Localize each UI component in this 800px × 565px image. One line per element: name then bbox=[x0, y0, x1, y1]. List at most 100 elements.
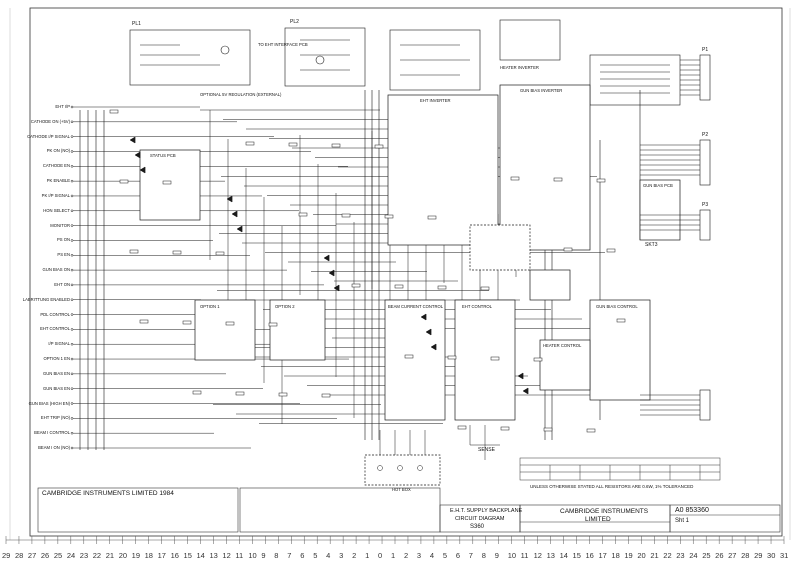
ruler-number: 5 bbox=[313, 551, 318, 560]
beam-current-control-label: BEAM CURRENT CONTROL bbox=[388, 304, 444, 309]
ruler-number: 12 bbox=[533, 551, 542, 560]
left-signal-stubs bbox=[70, 105, 80, 450]
terminal-pin bbox=[70, 402, 74, 405]
model-number: S360 bbox=[470, 524, 485, 530]
terminal-pin bbox=[70, 120, 74, 124]
resistor-symbol bbox=[351, 283, 361, 288]
resistor-symbol bbox=[278, 392, 288, 397]
notes-table bbox=[519, 457, 721, 481]
resistor-symbol bbox=[298, 212, 308, 217]
ruler-number: 25 bbox=[702, 551, 711, 560]
resistor-symbol bbox=[172, 250, 182, 255]
beam-current-control-block bbox=[384, 299, 446, 421]
diode-symbol bbox=[517, 372, 524, 380]
terminal-pin bbox=[70, 313, 74, 316]
ic-blocks bbox=[139, 84, 681, 486]
left-signal-label: GUN BIAS ON bbox=[42, 267, 70, 273]
terminal-pin bbox=[70, 387, 74, 390]
gun-bias-control-label: GUN BIAS CONTROL bbox=[596, 304, 638, 309]
terminal-pin bbox=[70, 328, 74, 331]
ruler-number: 23 bbox=[676, 551, 685, 560]
connector-pl2: PL2 bbox=[290, 19, 299, 25]
ruler-number: 10 bbox=[507, 551, 517, 560]
drawing-company: CAMBRIDGE INSTRUMENTS bbox=[560, 508, 649, 515]
resistor-symbol bbox=[457, 425, 467, 430]
left-signal-label: PK I/P SIGNAL bbox=[41, 192, 70, 198]
ruler-number: 7 bbox=[468, 551, 473, 560]
hot-box-block bbox=[364, 454, 441, 486]
connector-p2: P2 bbox=[702, 132, 709, 138]
left-signal-label: GUN BIAS (HIGH EN) bbox=[28, 400, 70, 406]
terminal-pin bbox=[70, 150, 74, 153]
resistor-symbol bbox=[182, 320, 192, 325]
ruler-number: 15 bbox=[572, 551, 581, 560]
ruler-number: 1 bbox=[365, 551, 370, 560]
ruler-number: 28 bbox=[741, 551, 750, 560]
sense-label: SENSE bbox=[478, 447, 495, 453]
resistor-symbol bbox=[510, 176, 520, 181]
resistor-symbol bbox=[490, 356, 500, 361]
left-signal-label: LABRITTUNG ENABLED bbox=[22, 296, 70, 302]
left-signal-label: BEAM I CONTROL bbox=[34, 430, 70, 436]
ruler-number: 24 bbox=[689, 551, 698, 560]
ruler-number: 3 bbox=[339, 551, 344, 560]
resistor-symbol bbox=[447, 355, 457, 360]
left-signal-label: GUN BIAS EN bbox=[43, 385, 70, 391]
drawing-number: A0 853360 bbox=[675, 507, 709, 514]
resistor-symbol bbox=[139, 319, 149, 324]
resistor-symbol bbox=[331, 143, 341, 148]
diode-symbol bbox=[522, 387, 529, 395]
ruler-number: 29 bbox=[754, 551, 763, 560]
ruler-number: 3 bbox=[416, 551, 422, 560]
terminal-pin bbox=[70, 194, 74, 198]
ruler-number: 22 bbox=[92, 551, 102, 560]
diode-symbol bbox=[333, 284, 340, 292]
ruler-number: 24 bbox=[66, 551, 76, 560]
resistor-symbol bbox=[321, 393, 331, 398]
drawing-company-2: LIMITED bbox=[585, 516, 611, 523]
terminal-pin bbox=[70, 239, 74, 242]
ruler-number: 14 bbox=[559, 551, 568, 560]
ruler-number: 1 bbox=[391, 551, 396, 560]
terminal-pin bbox=[70, 179, 74, 183]
left-signal-label: CATHODE ON (+5V) bbox=[30, 118, 70, 124]
left-signal-label: CATHODE EN bbox=[42, 163, 70, 169]
ruler-number: 2 bbox=[403, 551, 409, 560]
ruler-number: 6 bbox=[455, 551, 460, 560]
gun-bias-control-block bbox=[589, 299, 651, 401]
left-signal-label: PS EN bbox=[57, 252, 70, 258]
resistor-symbol bbox=[596, 178, 606, 183]
resistor-symbol bbox=[162, 180, 172, 185]
resistor-symbol bbox=[215, 251, 225, 256]
ruler-number: 8 bbox=[481, 551, 486, 560]
terminal-pin bbox=[70, 298, 74, 301]
resistor-symbol bbox=[586, 428, 596, 433]
resistor-symbol bbox=[119, 179, 129, 184]
terminal-pin bbox=[70, 165, 74, 168]
left-signal-label: I/P SIGNAL bbox=[48, 341, 70, 347]
ruler-number: 21 bbox=[650, 551, 659, 560]
eht-inverter-label: EHT INVERTER bbox=[420, 98, 451, 103]
bottom-sense-wiring bbox=[377, 425, 500, 471]
resistor-symbol bbox=[480, 286, 490, 291]
left-signal-label: EHT ON bbox=[54, 281, 70, 287]
ruler-number: 17 bbox=[598, 551, 607, 560]
ruler-number: 17 bbox=[157, 551, 166, 560]
left-signal-label: HON SELECT bbox=[43, 207, 70, 213]
gun-bias-pcb-label: GUN BIAS PCB bbox=[643, 183, 673, 188]
resistor-symbol bbox=[384, 214, 394, 219]
regulation-label: OPTIONAL 5V REGULATION (EXTERNAL) bbox=[200, 92, 282, 97]
option-2-label: OPTION 2 bbox=[275, 304, 295, 309]
interface-pcb-label: TO EHT INTERFACE PCB bbox=[258, 42, 308, 47]
left-signal-label: CATHODE I/P SIGNAL bbox=[27, 133, 70, 139]
ruler-number: 13 bbox=[546, 551, 555, 560]
ruler-number: 18 bbox=[611, 551, 620, 560]
resistor-symbol bbox=[553, 177, 563, 182]
terminal-pin bbox=[70, 372, 74, 376]
eht-inverter-block bbox=[387, 94, 499, 246]
option-1-label: OPTION 1 bbox=[200, 304, 220, 309]
bottom-ruler bbox=[5, 536, 785, 544]
tolerance-note: UNLESS OTHERWISE STATED ALL RESISTORS AR… bbox=[530, 484, 694, 489]
terminal-pin bbox=[70, 446, 74, 450]
ruler-number: 10 bbox=[248, 551, 257, 560]
